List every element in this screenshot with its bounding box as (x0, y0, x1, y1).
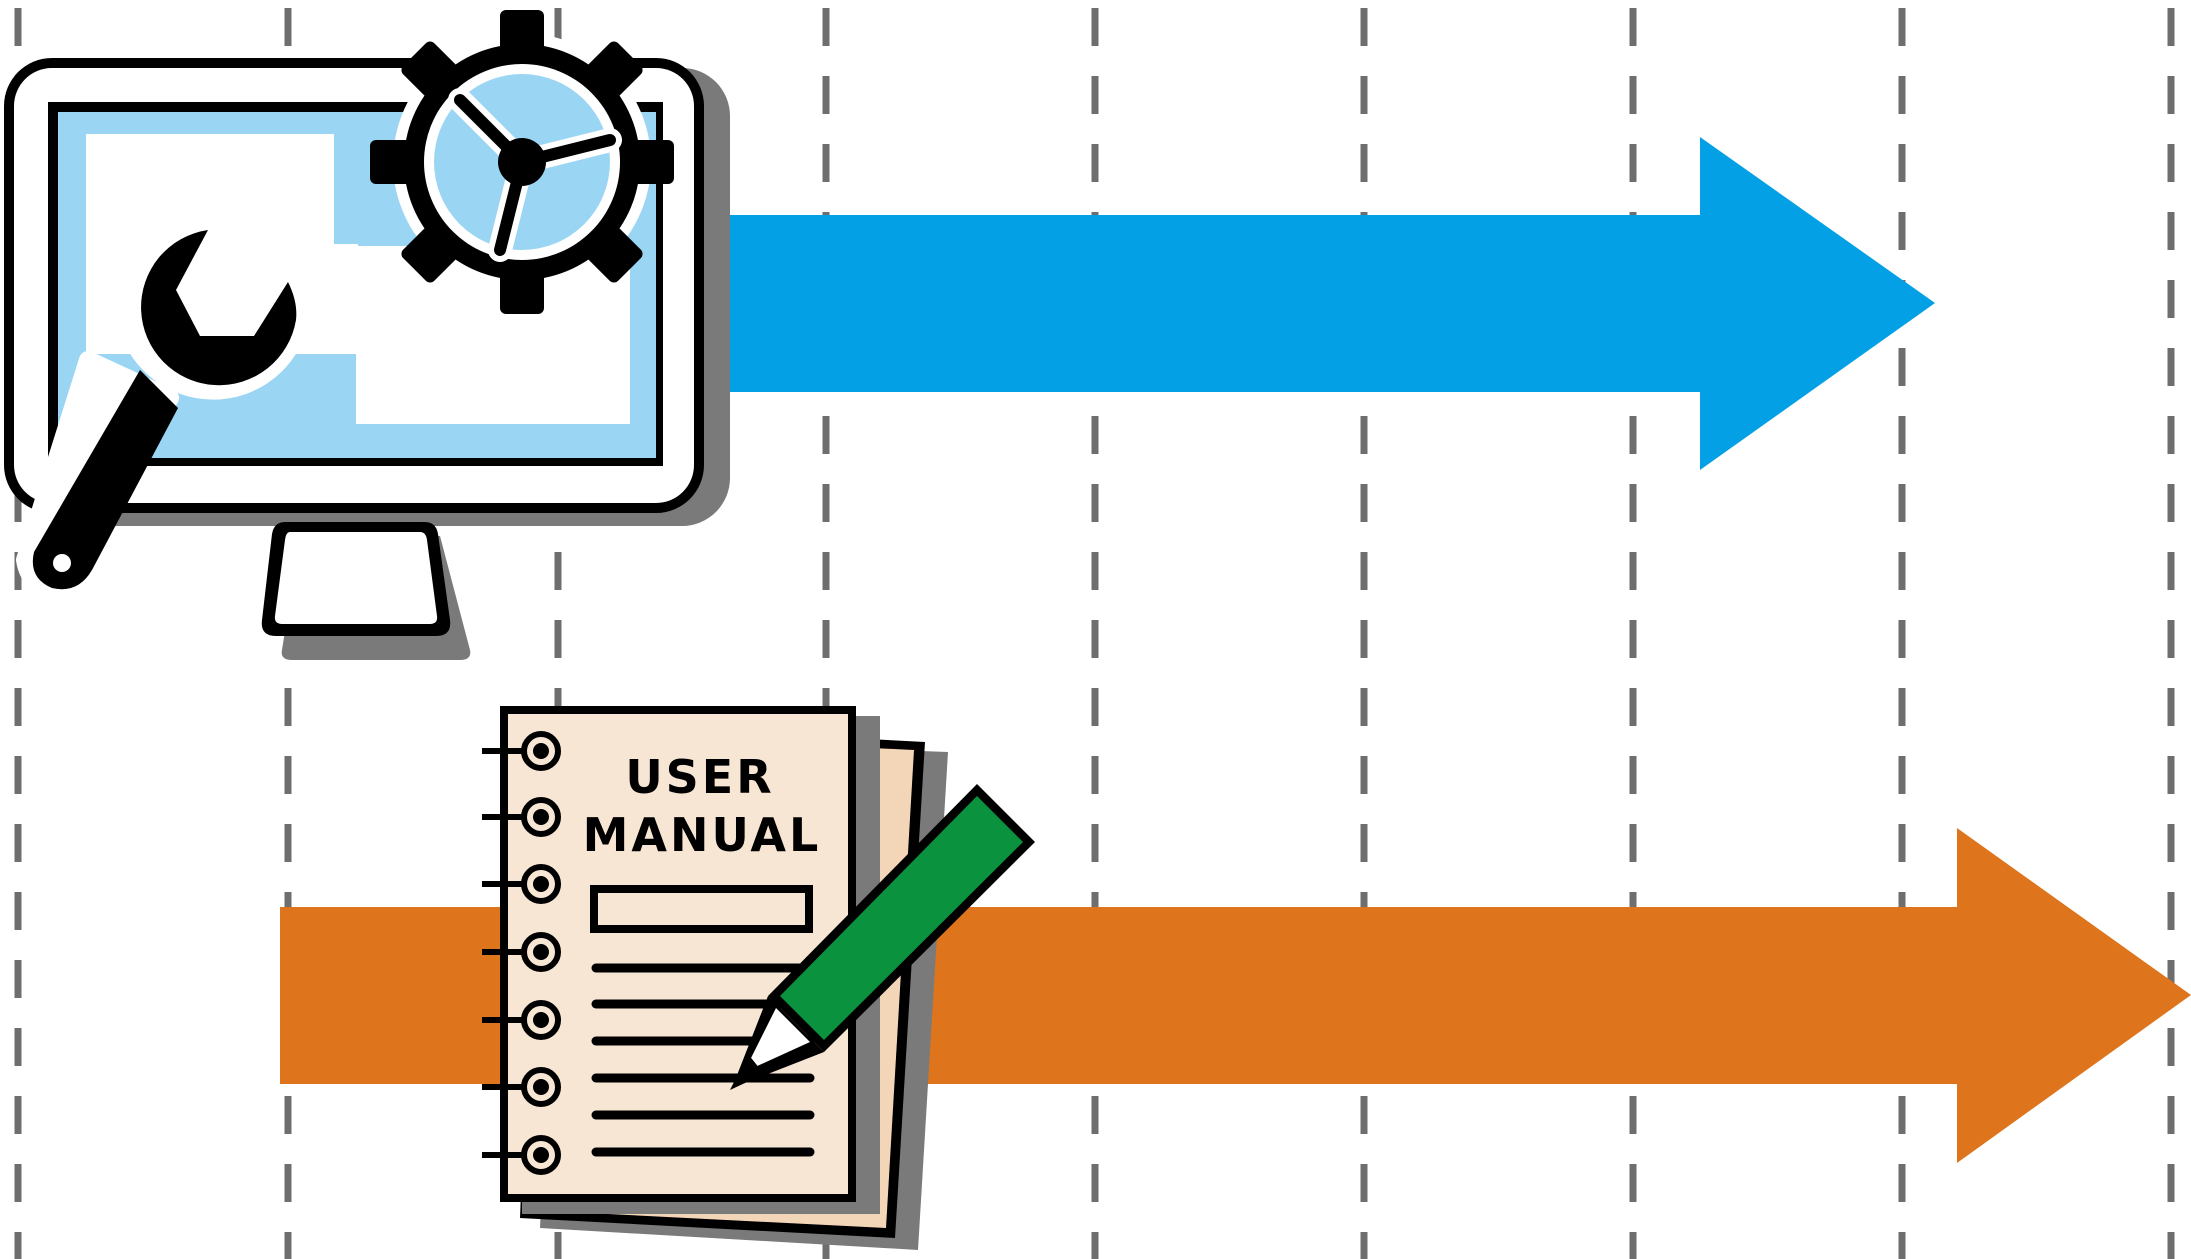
notebook-icon: USER MANUAL (482, 706, 856, 1202)
computer-maintenance-illustration (4, 10, 730, 660)
pencil-icon (730, 784, 1035, 1090)
arrow-maintenance (700, 137, 1935, 470)
wrench-icon (16, 204, 308, 598)
user-manual-illustration: USER MANUAL (482, 706, 1035, 1250)
notebook-rings (482, 731, 561, 1175)
manual-title-line2: MANUAL (583, 808, 822, 862)
manual-title-box (590, 885, 813, 933)
manual-title-line1: USER (625, 750, 774, 804)
gear-icon (370, 10, 674, 314)
